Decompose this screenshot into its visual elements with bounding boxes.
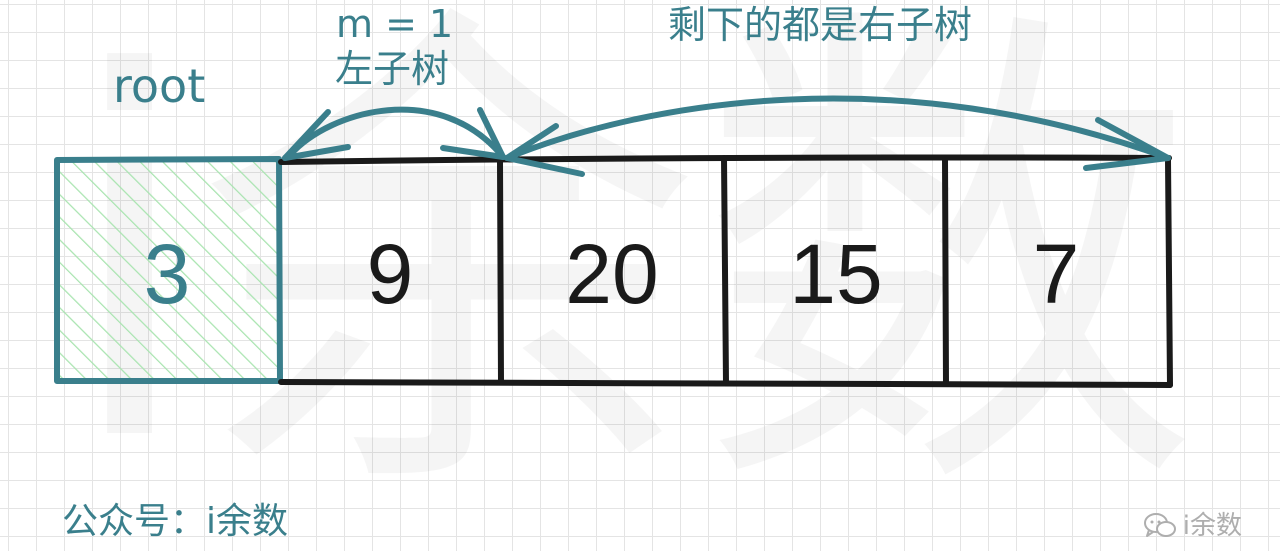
root-label: root [113, 59, 206, 113]
wechat-icon [1143, 513, 1176, 537]
corner-logo-text: i余数 [1182, 511, 1242, 541]
corner-logo: i余数 [1143, 511, 1242, 541]
root-cell-hatch [57, 160, 279, 381]
m-value-label: m = 1 [336, 2, 454, 46]
cell-divider-3 [942, 156, 949, 387]
cell-divider-1 [497, 159, 504, 385]
cell-value: 7 [1032, 227, 1080, 321]
cell-value: 9 [366, 227, 414, 321]
left-subtree-label: 左子树 [335, 47, 450, 91]
left-subtree-arrow [282, 106, 506, 161]
cell-divider-2 [721, 155, 729, 386]
cell-value: 15 [789, 227, 883, 321]
cells-bottom-edge [278, 379, 1173, 388]
right-subtree-arrow [504, 95, 1171, 177]
account-label: 公众号：i余数 [62, 501, 289, 542]
cell-value: 3 [143, 227, 191, 321]
right-subtree-label: 剩下的都是右子树 [668, 3, 973, 47]
cell-value: 20 [565, 227, 659, 321]
array-cells [278, 154, 1173, 388]
cell-divider-4 [1165, 157, 1173, 388]
